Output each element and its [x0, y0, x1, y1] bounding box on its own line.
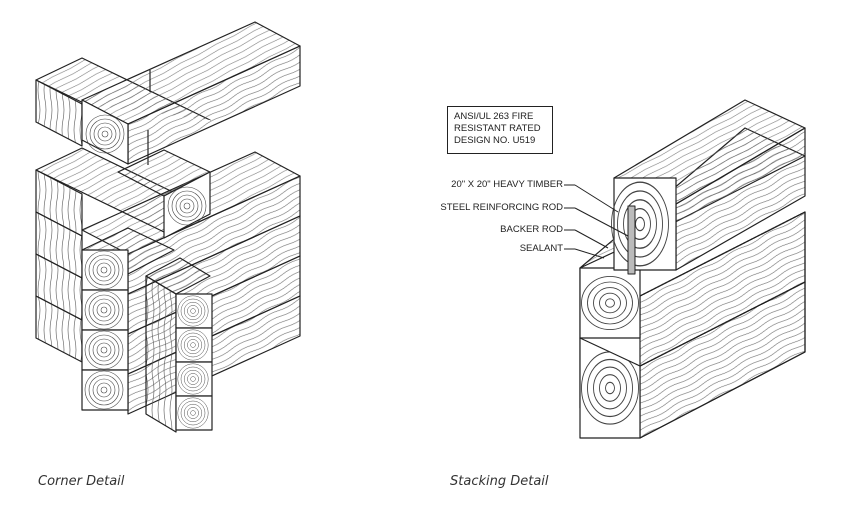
front-right-column: [145, 257, 213, 433]
callout-leaders: [564, 184, 629, 259]
stacking-detail-caption: Stacking Detail: [450, 474, 549, 489]
fire-rating-line-3: DESIGN NO. U519: [454, 135, 536, 146]
steel-rod: [627, 205, 636, 275]
stacking-detail-drawing: [564, 99, 806, 439]
callout-steel-rod: STEEL REINFORCING ROD: [440, 202, 563, 213]
bottom-timber: [579, 281, 806, 439]
top-crossing-beam: [35, 21, 301, 166]
callout-sealant: SEALANT: [519, 243, 563, 254]
corner-detail-caption: Corner Detail: [38, 474, 125, 489]
middle-beam: [117, 149, 211, 239]
callout-heavy-timber: 20" X 20" HEAVY TIMBER: [451, 179, 563, 190]
callout-backer-rod: BACKER ROD: [500, 224, 563, 235]
corner-detail-drawing: [35, 21, 301, 433]
top-timber: [610, 99, 806, 271]
fire-rating-line-1: ANSI/UL 263 FIRE: [454, 111, 534, 122]
fire-rating-box: ANSI/UL 263 FIRE RESISTANT RATED DESIGN …: [447, 106, 553, 154]
fire-rating-line-2: RESISTANT RATED: [454, 123, 541, 134]
front-left-column: [81, 227, 175, 411]
